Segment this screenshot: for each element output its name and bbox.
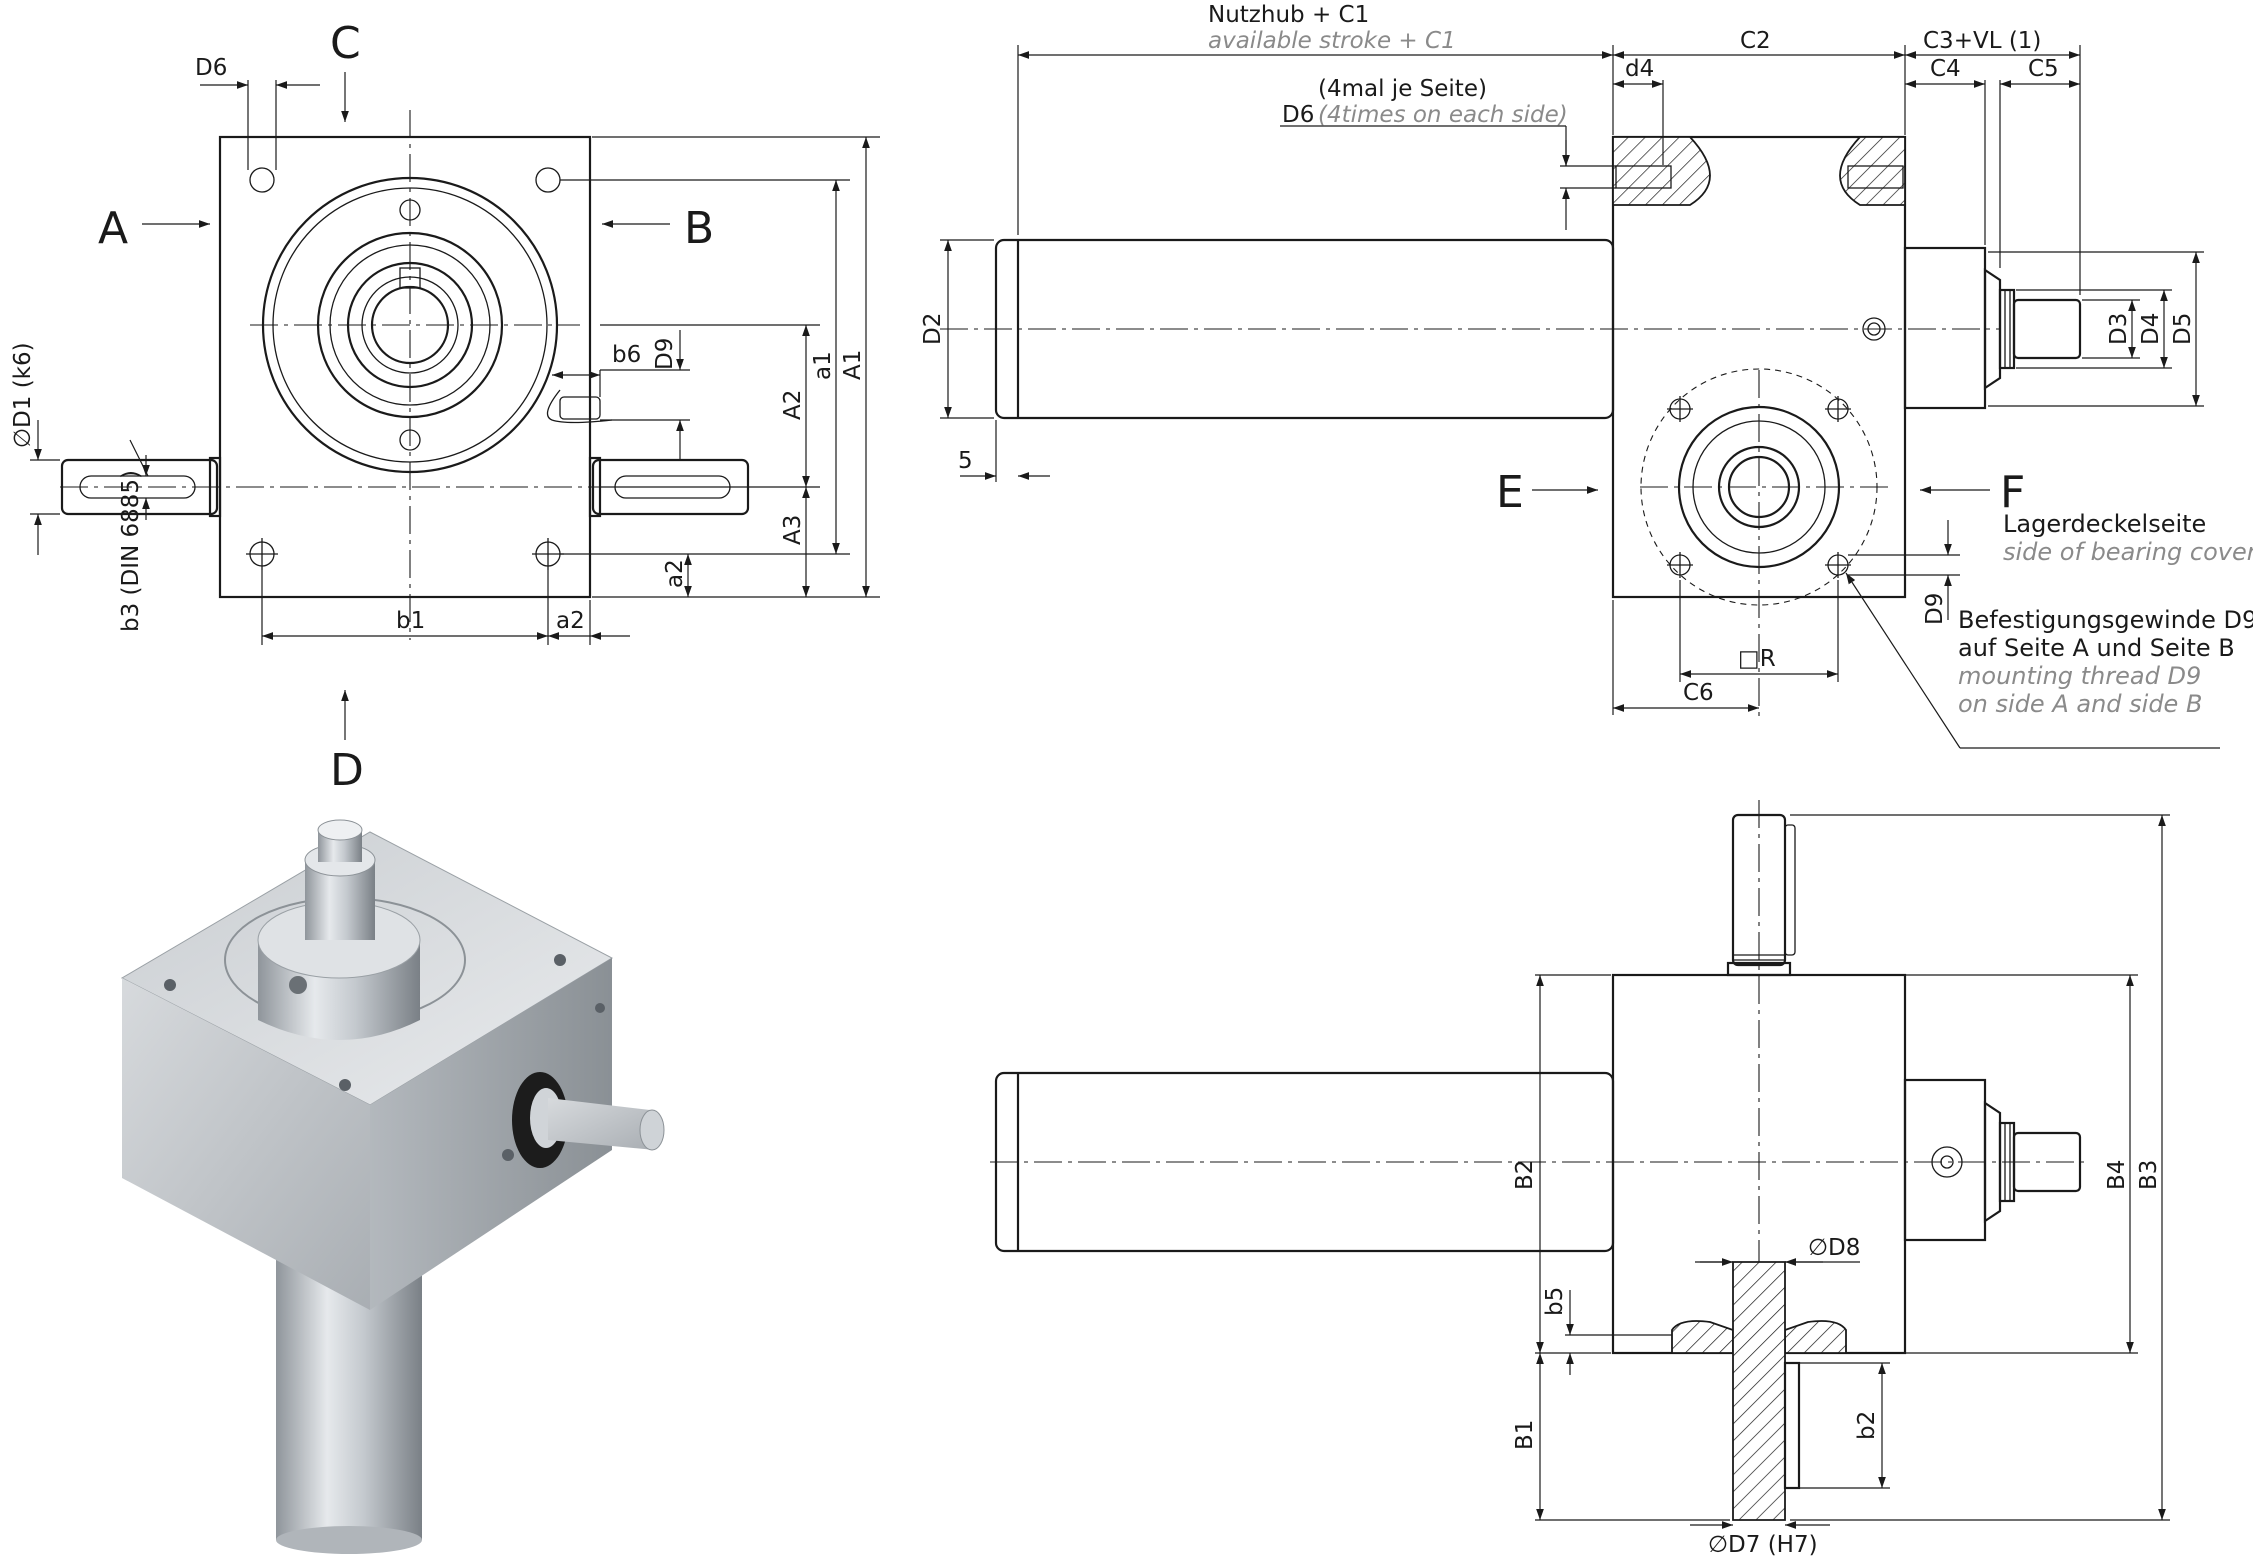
- dim-stroke-en: available stroke + C1: [1208, 28, 1456, 54]
- dim-d9-top: D9: [652, 338, 678, 370]
- front-view-top-left: A B C D D6 ∅D1 (k6) b3 (DIN 6885) b1 a2: [10, 18, 880, 796]
- view-label-c: C: [330, 18, 361, 69]
- dim-c5: C5: [2028, 56, 2059, 82]
- dim-b4-capital: B4: [2104, 1160, 2130, 1190]
- dim-d3: D3: [2106, 313, 2132, 345]
- view-label-e: E: [1496, 467, 1524, 518]
- dim-r: □R: [1738, 646, 1776, 672]
- dim-five: 5: [958, 448, 973, 474]
- dim-d8: ∅D8: [1808, 1235, 1860, 1261]
- dim-a2-capital: A2: [780, 390, 806, 420]
- dim-c2: C2: [1740, 28, 1771, 54]
- note-thread-en2: on side A and side B: [1958, 690, 2202, 718]
- note-thread-en1: mounting thread D9: [1958, 662, 2201, 690]
- note-thread-de1: Befestigungsgewinde D9: [1958, 606, 2253, 634]
- dim-d6-side: D6: [1282, 102, 1314, 128]
- dim-d7: ∅D7 (H7): [1708, 1532, 1818, 1558]
- dim-stroke-de: Nutzhub + C1: [1208, 2, 1369, 28]
- dim-d4-small: d4: [1625, 56, 1654, 82]
- dim-b3: b3 (DIN 6885): [118, 470, 144, 632]
- note-thread-de2: auf Seite A und Seite B: [1958, 634, 2235, 662]
- view-label-d: D: [330, 745, 364, 796]
- dim-b1-capital: B1: [1512, 1420, 1538, 1450]
- product-3d-render: [120, 819, 665, 1554]
- note-holes-en: (4times on each side): [1318, 102, 1568, 128]
- view-label-f: F: [2000, 467, 2025, 518]
- dim-c3: C3+VL (1): [1923, 28, 2041, 54]
- dim-c6: C6: [1683, 680, 1714, 706]
- dim-a1: a1: [810, 351, 836, 380]
- dim-a1-capital: A1: [840, 350, 866, 380]
- dim-d2: D2: [920, 313, 946, 345]
- dim-b5: b5: [1542, 1287, 1568, 1316]
- dim-d5: D5: [2170, 313, 2196, 345]
- dim-a2-bottom: a2: [556, 608, 585, 634]
- note-bearing-en: side of bearing cover: [2003, 538, 2253, 566]
- dim-a3-capital: A3: [780, 515, 806, 545]
- top-view-bottom-right: ∅D8 B2 B4 B3 b5 B1 b2 ∅D7 (H7): [990, 800, 2170, 1558]
- side-view-top-right: E F Nutzhub + C1 available stroke + C1 C…: [920, 2, 2253, 749]
- dim-b3-capital: B3: [2136, 1160, 2162, 1190]
- dim-d1: ∅D1 (k6): [10, 342, 36, 448]
- note-bearing-de: Lagerdeckelseite: [2003, 510, 2206, 538]
- dim-c4: C4: [1930, 56, 1961, 82]
- dim-d6-top: D6: [195, 55, 227, 81]
- dim-b2: b2: [1854, 1411, 1880, 1440]
- dim-b2-capital: B2: [1512, 1160, 1538, 1190]
- view-label-b: B: [684, 203, 714, 254]
- dim-d9-side: D9: [1922, 593, 1948, 625]
- dim-a2-side: a2: [662, 559, 688, 588]
- dim-b6: b6: [612, 342, 641, 368]
- dim-b1: b1: [396, 608, 425, 634]
- dim-d4: D4: [2138, 313, 2164, 345]
- view-label-a: A: [98, 203, 128, 254]
- note-holes-de: (4mal je Seite): [1318, 76, 1487, 102]
